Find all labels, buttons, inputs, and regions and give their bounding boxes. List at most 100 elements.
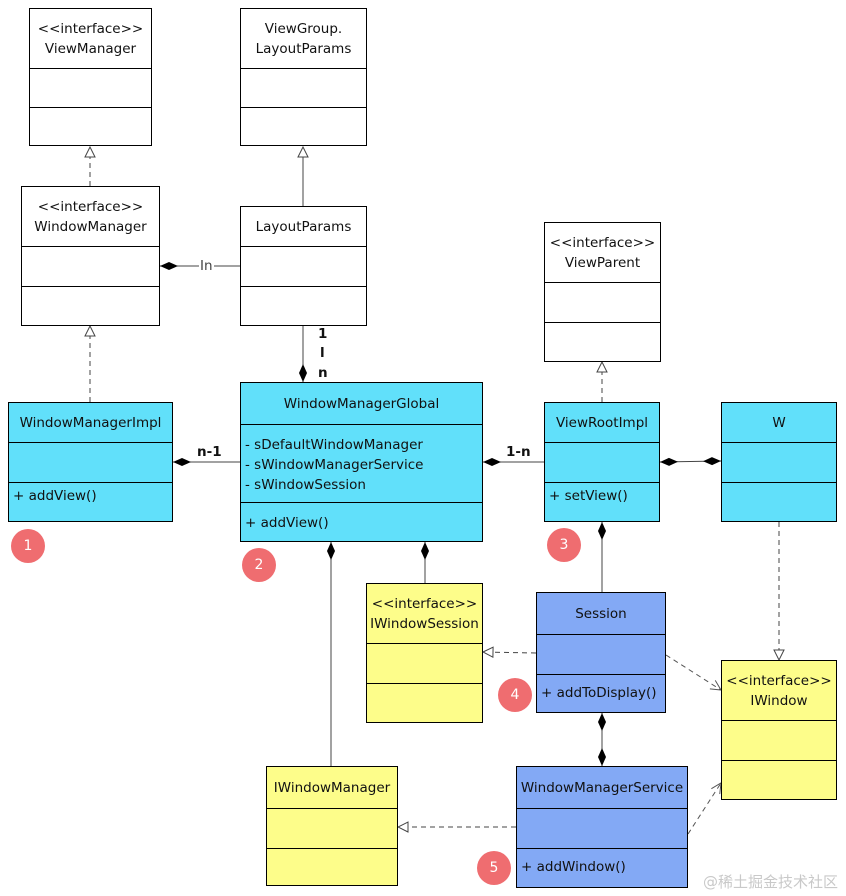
method-addtodisplay: + addToDisplay() [541,685,657,701]
class-title: W [722,403,836,443]
class-iwindow[interactable]: <<interface>> IWindow [721,660,837,800]
class-windowmanager[interactable]: <<interface>> WindowManager [21,186,160,326]
class-name-line1: ViewGroup. [264,20,343,37]
class-viewgroup-layoutparams[interactable]: ViewGroup. LayoutParams [240,8,367,146]
class-title: <<interface>> ViewManager [30,9,151,69]
class-name: IWindowManager [273,779,391,796]
attribute-sdefaultwindowmanager: - sDefaultWindowManager [245,437,423,453]
method-addview: + addView() [245,515,329,531]
class-viewmanager[interactable]: <<interface>> ViewManager [29,8,152,146]
dependency-wms-iwindow [687,783,721,835]
class-title: <<interface>> IWindowSession [367,584,482,644]
method-setview: + setView() [549,488,628,504]
class-session[interactable]: Session + addToDisplay() [536,592,666,713]
class-title: Session [537,593,665,635]
multiplicity-n: n [318,365,328,381]
attributes-section [722,443,836,483]
attributes-section [9,443,172,483]
multiplicity-n-1: n-1 [197,444,222,460]
attributes-section [30,69,151,108]
methods-section: + addView() [9,483,172,521]
methods-section: + addWindow() [517,849,687,887]
method-addview: + addView() [13,488,97,504]
class-name-line2: LayoutParams [255,40,352,57]
dependency-session-iwindow [665,654,721,690]
class-title: ViewGroup. LayoutParams [241,9,366,69]
methods-section [22,287,159,325]
stereotype-label: <<interface>> [549,234,656,251]
methods-section [241,108,366,145]
method-addwindow: + addWindow() [521,859,626,875]
class-title: WindowManagerGlobal [241,383,482,425]
class-viewparent[interactable]: <<interface>> ViewParent [544,222,661,362]
class-name: WindowManagerService [520,779,684,796]
class-windowmanagerglobal[interactable]: WindowManagerGlobal - sDefaultWindowMana… [240,382,483,542]
class-name: Session [575,605,627,622]
class-title: WindowManagerService [517,767,687,809]
composition-viewrootimpl-w [659,457,722,466]
methods-section [267,849,397,885]
attributes-section [545,283,660,323]
methods-section [241,287,366,325]
class-name: ViewRootImpl [555,414,649,431]
attributes-section [241,247,366,287]
class-name: IWindowSession [370,615,479,632]
attributes-section [241,69,366,108]
attribute-swindowmanagerservice: - sWindowManagerService [245,457,424,473]
class-windowmanagerimpl[interactable]: WindowManagerImpl + addView() [8,402,173,522]
class-title: <<interface>> IWindow [722,661,836,721]
class-name: IWindow [750,692,808,709]
methods-section [367,684,482,722]
methods-section: + addView() [241,503,482,541]
attributes-section [545,443,659,483]
stereotype-label: <<interface>> [726,672,832,689]
attributes-section [517,809,687,849]
methods-section [722,761,836,799]
class-name: LayoutParams [255,218,352,235]
class-iwindowsession[interactable]: <<interface>> IWindowSession [366,583,483,723]
attributes-section [22,247,159,287]
methods-section [30,108,151,145]
class-name: ViewParent [564,254,641,271]
class-title: WindowManagerImpl [9,403,172,443]
methods-section [545,323,660,361]
class-name: ViewManager [44,40,137,57]
attributes-section [537,635,665,675]
watermark: @稀土掘金技术社区 [702,873,838,891]
class-title: ViewRootImpl [545,403,659,443]
multiplicity-1-n: 1-n [506,444,531,460]
stereotype-label: <<interface>> [37,20,144,37]
stereotype-label: <<interface>> [37,198,144,215]
attributes-section [367,644,482,684]
class-title: <<interface>> ViewParent [545,223,660,283]
attributes-section [267,809,397,849]
association-label-in: In [199,258,214,274]
class-w[interactable]: W [721,402,837,522]
attributes-section: - sDefaultWindowManager - sWindowManager… [241,425,482,503]
class-name: W [772,414,786,431]
class-title: <<interface>> WindowManager [22,187,159,247]
class-iwindowmanager[interactable]: IWindowManager [266,766,398,886]
step-badge-5: 5 [477,851,511,885]
methods-section: + addToDisplay() [537,675,665,712]
class-windowmanagerservice[interactable]: WindowManagerService + addWindow() [516,766,688,888]
class-layoutparams[interactable]: LayoutParams [240,206,367,326]
step-badge-1: 1 [11,529,45,563]
class-name: WindowManagerImpl [19,414,162,431]
methods-section: + setView() [545,483,659,521]
step-badge-3: 3 [547,528,581,562]
class-name: WindowManagerGlobal [283,395,440,412]
multiplicity-1: 1 [318,326,328,342]
multiplicity-l: l [320,345,325,361]
class-title: LayoutParams [241,207,366,247]
step-badge-4: 4 [498,678,532,712]
attributes-section [722,721,836,761]
class-name: WindowManager [34,218,147,235]
stereotype-label: <<interface>> [371,595,478,612]
class-title: IWindowManager [267,767,397,809]
class-viewrootimpl[interactable]: ViewRootImpl + setView() [544,402,660,522]
step-badge-2: 2 [242,548,276,582]
realization-session-iwindowsession [483,652,537,653]
